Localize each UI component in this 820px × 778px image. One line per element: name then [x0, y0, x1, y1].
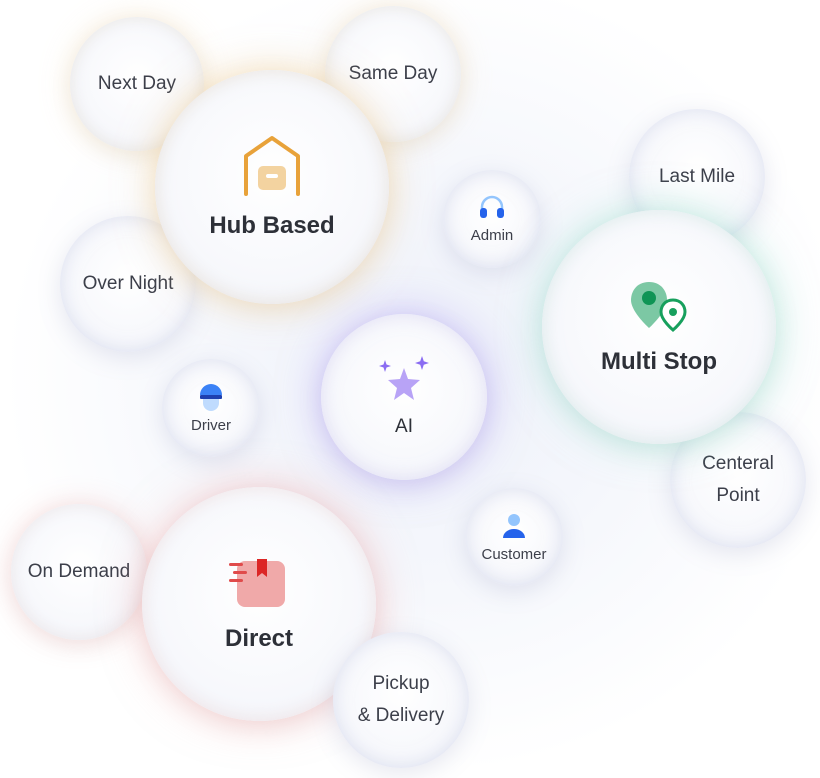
- ai-label: AI: [395, 416, 413, 437]
- central-point-label-line1: Centeral: [702, 453, 774, 474]
- over-night-label: Over Night: [82, 273, 174, 294]
- user-icon: [503, 513, 525, 538]
- bubble-next-day: Next Day: [70, 17, 204, 151]
- driver-label: Driver: [191, 416, 231, 434]
- warehouse-icon: [244, 136, 300, 196]
- driver-cap-icon: [200, 383, 222, 411]
- customer-label: Customer: [481, 545, 547, 563]
- pickup-label-line1: Pickup: [372, 673, 430, 694]
- bubble-admin: Admin: [443, 170, 541, 268]
- sparkle-star-icon: [379, 356, 429, 400]
- next-day-label: Next Day: [97, 73, 177, 94]
- fast-package-icon: [229, 559, 285, 607]
- on-demand-label: On Demand: [27, 561, 131, 582]
- bubble-customer: Customer: [465, 488, 563, 586]
- last-mile-label: Last Mile: [658, 166, 736, 187]
- bubble-multi-stop: Multi Stop: [542, 210, 776, 444]
- admin-label: Admin: [470, 226, 514, 244]
- bubble-on-demand: On Demand: [11, 504, 147, 640]
- pickup-label-line2: & Delivery: [357, 705, 445, 726]
- multi-stop-label: Multi Stop: [601, 348, 717, 375]
- central-point-label-line2: Point: [716, 485, 760, 506]
- direct-label: Direct: [224, 625, 294, 652]
- same-day-label: Same Day: [348, 63, 438, 84]
- map-pin-icon: [631, 282, 687, 332]
- bubble-hub-based: Hub Based: [155, 70, 389, 304]
- bubble-over-night: Over Night: [60, 216, 196, 352]
- hub-based-label: Hub Based: [209, 212, 335, 239]
- bubble-ai: AI: [321, 314, 487, 480]
- headset-icon: [480, 195, 504, 218]
- bubble-pickup-delivery: Pickup & Delivery: [333, 632, 469, 768]
- bubble-driver: Driver: [162, 359, 260, 457]
